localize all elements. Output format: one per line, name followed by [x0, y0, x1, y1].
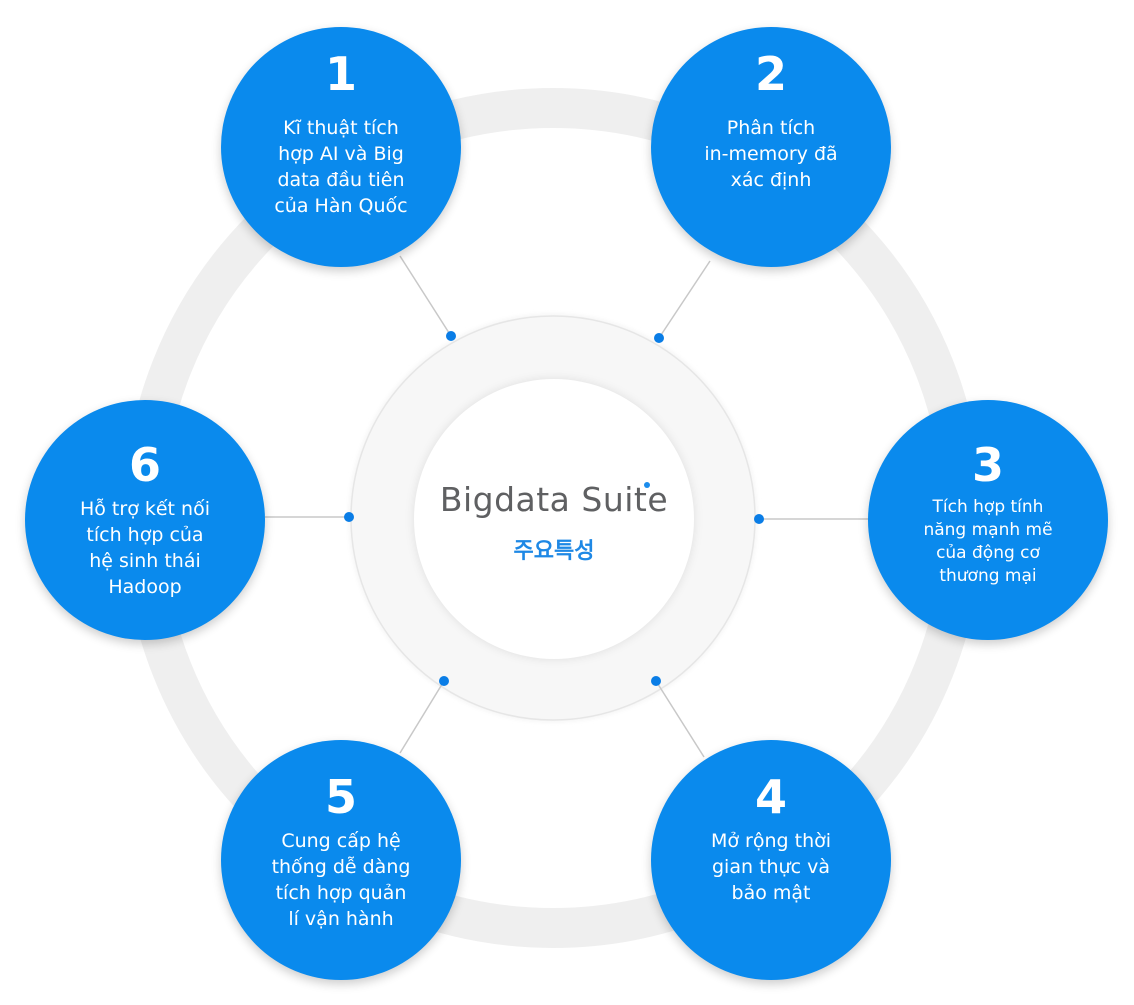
feature-node-2: 2 Phân tích in-memory đã xác định — [651, 27, 891, 267]
feature-number: 6 — [128, 438, 161, 492]
feature-text-line: in-memory đã — [704, 143, 838, 165]
feature-text-line: hệ sinh thái — [89, 550, 201, 572]
connector-dot-4 — [651, 676, 661, 686]
brand-name: Bigdata Suite — [439, 479, 669, 519]
feature-number: 3 — [971, 438, 1004, 492]
feature-text: Hỗ trợ kết nối tích hợp của hệ sinh thái… — [55, 496, 235, 600]
feature-text-line: gian thực và — [712, 856, 830, 878]
connector-dot-5 — [439, 676, 449, 686]
feature-number: 1 — [324, 47, 357, 101]
feature-text: Cung cấp hệ thống dễ dàng tích hợp quản … — [257, 828, 425, 932]
connector-line-2 — [658, 260, 711, 339]
feature-text-line: tích hợp của — [86, 524, 204, 546]
feature-text-line: xác định — [730, 169, 812, 191]
feature-text-line: Mở rộng thời — [710, 830, 832, 852]
center-subtitle: 주요특성 — [513, 538, 595, 564]
feature-text-line: Phân tích — [726, 117, 816, 139]
feature-text-line: Kĩ thuật tích — [283, 117, 399, 139]
connector-line-5 — [399, 680, 445, 754]
feature-text-line: Hỗ trợ kết nối — [79, 498, 210, 520]
feature-text-line: lí vận hành — [288, 908, 394, 930]
connector-line-4 — [655, 680, 705, 758]
feature-text-line: tích hợp quản — [275, 882, 407, 904]
feature-text: Phân tích in-memory đã xác định — [687, 115, 855, 193]
feature-node-1: 1 Kĩ thuật tích hợp AI và Big data đầu t… — [221, 27, 461, 267]
connector-dot-3 — [754, 514, 764, 524]
connector-dot-1 — [446, 331, 456, 341]
feature-node-3: 3 Tích hợp tính năng mạnh mẽ của động cơ… — [868, 400, 1108, 640]
feature-node-5: 5 Cung cấp hệ thống dễ dàng tích hợp quả… — [221, 740, 461, 980]
connector-dot-6 — [344, 512, 354, 522]
feature-text-line: hợp AI và Big — [278, 143, 404, 165]
connector-dot-2 — [654, 333, 664, 343]
feature-text-line: của Hàn Quốc — [274, 195, 408, 217]
center-hub: Bigdata Suite 주요특성 — [414, 379, 694, 659]
feature-node-4: 4 Mở rộng thời gian thực và bảo mật — [651, 740, 891, 980]
feature-text: Kĩ thuật tích hợp AI và Big data đầu tiê… — [257, 115, 425, 219]
feature-text-line: của động cơ — [936, 543, 1040, 563]
feature-node-6: 6 Hỗ trợ kết nối tích hợp của hệ sinh th… — [25, 400, 265, 640]
feature-number: 4 — [754, 770, 787, 824]
feature-text-line: bảo mật — [731, 882, 811, 904]
connector-line-1 — [399, 255, 452, 337]
feature-text-line: năng mạnh mẽ — [923, 520, 1053, 540]
feature-text: Tích hợp tính năng mạnh mẽ của động cơ t… — [904, 496, 1072, 588]
feature-text: Mở rộng thời gian thực và bảo mật — [687, 828, 855, 906]
feature-text-line: data đầu tiên — [277, 169, 405, 191]
feature-text-line: Cung cấp hệ — [281, 830, 401, 852]
feature-text-line: thống dễ dàng — [271, 856, 411, 878]
feature-number: 2 — [754, 47, 787, 101]
brand-logo-text: Bigdata Suite — [440, 480, 668, 519]
feature-text-line: Tích hợp tính — [932, 497, 1044, 517]
feature-text-line: thương mại — [939, 566, 1037, 586]
feature-number: 5 — [324, 770, 357, 824]
brand-dot-icon — [643, 481, 650, 488]
feature-text-line: Hadoop — [108, 576, 182, 598]
